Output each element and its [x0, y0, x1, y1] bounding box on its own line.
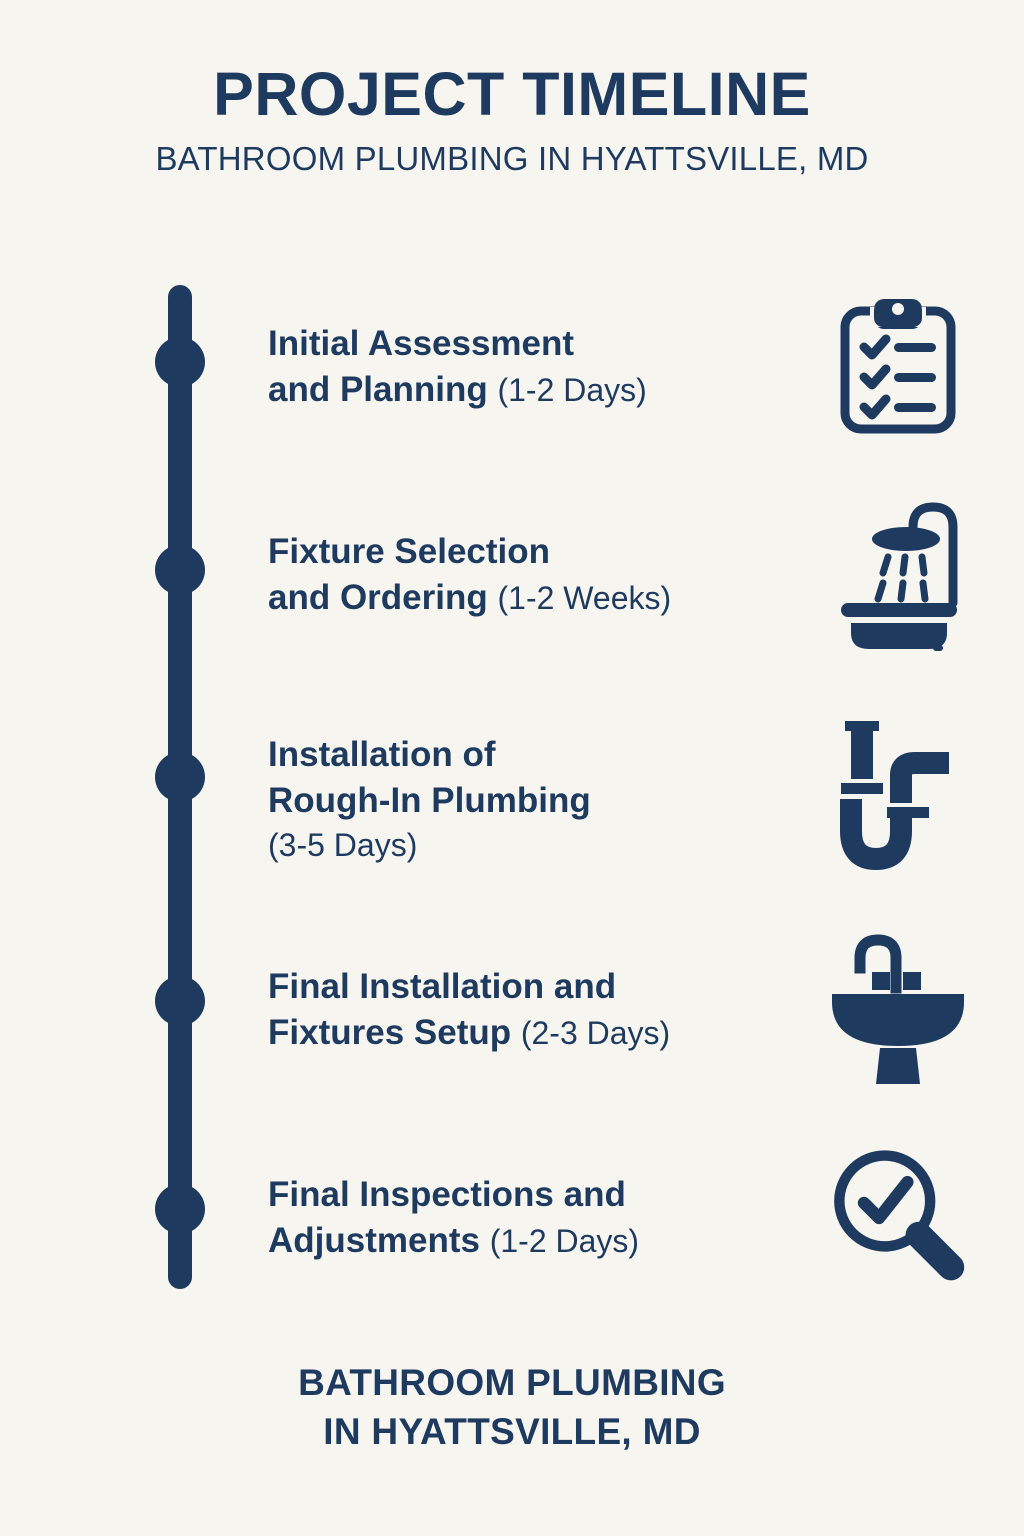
step-5-line-2-label: Adjustments — [268, 1221, 480, 1260]
timeline-step-5: Final Inspections and Adjustments (1-2 D… — [268, 1138, 968, 1298]
timeline-step-2: Fixture Selection and Ordering (1-2 Week… — [268, 500, 968, 651]
page-subtitle: BATHROOM PLUMBING IN HYATTSVILLE, MD — [155, 139, 869, 177]
timeline-step-1: Initial Assessment and Planning (1-2 Day… — [268, 292, 968, 442]
footer-line-1: BATHROOM PLUMBING — [298, 1362, 726, 1403]
step-4-line-2: Fixtures Setup (2-3 Days) — [268, 1010, 808, 1056]
step-2-line-1: Fixture Selection — [268, 531, 551, 571]
step-3-line-1: Installation of — [268, 734, 496, 774]
timeline-node-1 — [155, 337, 205, 387]
step-2-line-2-label: and Ordering — [268, 578, 488, 617]
timeline-node-5 — [155, 1184, 205, 1234]
step-3-text: Installation of Rough-In Plumbing (3-5 D… — [268, 732, 808, 867]
step-2-duration: (1-2 Weeks) — [497, 580, 672, 616]
step-5-line-2: Adjustments (1-2 Days) — [268, 1218, 808, 1264]
step-1-line-1: Initial Assessment — [268, 323, 575, 363]
step-4-line-1: Final Installation and — [268, 966, 617, 1006]
footer-line-2: IN HYATTSVILLE, MD — [323, 1411, 701, 1453]
timeline-node-2 — [155, 545, 205, 595]
header: PROJECT TIMELINE BATHROOM PLUMBING IN HY… — [0, 0, 1024, 177]
timeline-node-4 — [155, 976, 205, 1026]
step-1-duration: (1-2 Days) — [497, 372, 647, 408]
step-5-text: Final Inspections and Adjustments (1-2 D… — [268, 1172, 808, 1264]
step-2-text: Fixture Selection and Ordering (1-2 Week… — [268, 529, 808, 621]
p-trap-pipe-icon — [828, 721, 968, 874]
step-1-text: Initial Assessment and Planning (1-2 Day… — [268, 321, 808, 413]
step-3-duration: (3-5 Days) — [268, 827, 418, 864]
step-5-line-1: Final Inspections and — [268, 1174, 626, 1214]
step-1-line-2-label: and Planning — [268, 370, 488, 409]
step-4-duration: (2-3 Days) — [520, 1015, 671, 1051]
step-1-line-2: and Planning (1-2 Days) — [268, 367, 808, 413]
step-3-line-2: Rough-In Plumbing — [268, 780, 591, 820]
footer: BATHROOM PLUMBING IN HYATTSVILLE, MD — [0, 1358, 1024, 1456]
magnifier-check-icon — [828, 1143, 968, 1293]
timeline-step-4: Final Installation and Fixtures Setup (2… — [268, 930, 968, 1090]
timeline-node-3 — [155, 752, 205, 802]
clipboard-checklist-icon — [828, 292, 968, 442]
shower-bathtub-icon — [828, 500, 968, 651]
step-4-line-2-label: Fixtures Setup — [268, 1013, 512, 1052]
step-5-duration: (1-2 Days) — [489, 1223, 640, 1259]
pedestal-sink-icon — [828, 934, 968, 1085]
timeline-step-3: Installation of Rough-In Plumbing (3-5 D… — [268, 704, 968, 894]
step-4-text: Final Installation and Fixtures Setup (2… — [268, 964, 808, 1056]
step-2-line-2: and Ordering (1-2 Weeks) — [268, 575, 808, 621]
page-title: PROJECT TIMELINE — [213, 60, 811, 128]
